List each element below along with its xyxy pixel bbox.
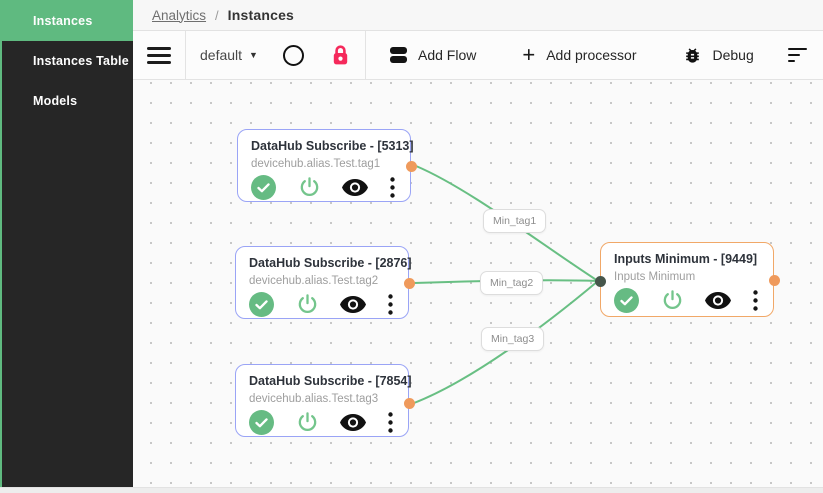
kebab-menu-icon[interactable]	[388, 412, 393, 433]
eye-icon[interactable]	[340, 296, 367, 313]
edge-label-min-tag2: Min_tag2	[480, 271, 544, 295]
node-subtitle: devicehub.alias.Test.tag3	[249, 393, 379, 405]
toolbar-menu-group	[133, 31, 186, 79]
node-subtitle: Inputs Minimum	[614, 271, 696, 283]
eye-icon[interactable]	[342, 179, 369, 196]
breadcrumb-link-analytics[interactable]: Analytics	[152, 7, 207, 23]
node-title: DataHub Subscribe - [5313]	[251, 139, 414, 153]
plus-icon: +	[522, 42, 536, 67]
node-action-row	[614, 288, 761, 313]
sidebar-item-label: Instances Table	[33, 54, 129, 68]
power-icon[interactable]	[296, 411, 319, 434]
add-flow-label: Add Flow	[418, 47, 477, 63]
add-processor-button[interactable]: + Add processor	[522, 42, 637, 67]
power-icon[interactable]	[298, 176, 321, 199]
node-action-row	[251, 175, 398, 200]
toolbar-flow-group: default ▼	[186, 31, 366, 79]
sidebar-item-models[interactable]: Models	[2, 81, 133, 121]
kebab-menu-icon[interactable]	[388, 294, 393, 315]
add-flow-button[interactable]: Add Flow	[390, 47, 476, 63]
input-port-dot[interactable]	[594, 276, 606, 287]
node-inputs-minimum-9449[interactable]: Inputs Minimum - [9449] Inputs Minimum	[594, 242, 780, 317]
check-circle-icon[interactable]	[251, 175, 276, 200]
node-subtitle: devicehub.alias.Test.tag1	[251, 158, 381, 170]
breadcrumb: Analytics / Instances	[133, 0, 823, 31]
chevron-down-icon: ▼	[249, 50, 258, 60]
flow-toolbar: default ▼ Add Flow + Add processor	[133, 31, 823, 80]
flow-selector-value: default	[200, 47, 243, 63]
edge-label-min-tag1: Min_tag1	[483, 209, 547, 233]
node-datahub-subscribe-2876[interactable]: DataHub Subscribe - [2876] devicehub.ali…	[235, 246, 415, 319]
bug-icon	[685, 47, 699, 63]
power-icon[interactable]	[296, 293, 319, 316]
menu-icon[interactable]	[147, 46, 171, 64]
output-port-dot[interactable]	[768, 275, 780, 286]
kebab-menu-icon[interactable]	[390, 177, 395, 198]
add-processor-label: Add processor	[546, 47, 637, 63]
output-port-dot[interactable]	[405, 161, 417, 172]
sidebar-item-instances[interactable]: Instances	[2, 0, 133, 41]
node-datahub-subscribe-5313[interactable]: DataHub Subscribe - [5313] devicehub.ali…	[237, 129, 417, 202]
kebab-menu-icon[interactable]	[753, 290, 758, 311]
filter-icon[interactable]	[788, 47, 807, 63]
node-datahub-subscribe-7854[interactable]: DataHub Subscribe - [7854] devicehub.ali…	[235, 364, 415, 437]
power-icon[interactable]	[661, 289, 684, 312]
breadcrumb-separator: /	[215, 7, 219, 23]
breadcrumb-current: Instances	[227, 7, 295, 23]
check-circle-icon[interactable]	[249, 292, 274, 317]
check-circle-icon[interactable]	[249, 410, 274, 435]
sidebar-item-instances-table[interactable]: Instances Table	[2, 41, 133, 81]
edge-label-min-tag3: Min_tag3	[481, 327, 545, 351]
node-action-row	[249, 410, 396, 435]
check-circle-icon[interactable]	[614, 288, 639, 313]
lock-icon[interactable]	[331, 44, 350, 66]
horizontal-scrollbar[interactable]	[0, 487, 823, 493]
sidebar: Instances Instances Table Models	[0, 0, 133, 487]
toolbar-actions: Add Flow + Add processor Debug	[366, 31, 823, 79]
node-title: Inputs Minimum - [9449]	[614, 252, 758, 266]
sidebar-item-label: Models	[33, 94, 78, 108]
node-action-row	[249, 292, 396, 317]
node-title: DataHub Subscribe - [7854]	[249, 374, 412, 388]
sidebar-item-label: Instances	[33, 13, 93, 28]
eye-icon[interactable]	[705, 292, 732, 309]
eye-icon[interactable]	[340, 414, 367, 431]
lock-glyph	[333, 45, 348, 65]
flow-icon	[390, 47, 407, 63]
output-port-dot[interactable]	[403, 278, 415, 289]
debug-label: Debug	[712, 47, 754, 63]
output-port-dot[interactable]	[403, 398, 415, 409]
node-subtitle: devicehub.alias.Test.tag2	[249, 275, 379, 287]
node-title: DataHub Subscribe - [2876]	[249, 256, 412, 270]
circle-outline-icon[interactable]	[282, 44, 304, 66]
flow-selector[interactable]: default ▼	[200, 47, 258, 63]
debug-button[interactable]: Debug	[683, 46, 754, 65]
flow-canvas[interactable]: Min_tag1 Min_tag2 Min_tag3 DataHub Subsc…	[133, 80, 823, 487]
